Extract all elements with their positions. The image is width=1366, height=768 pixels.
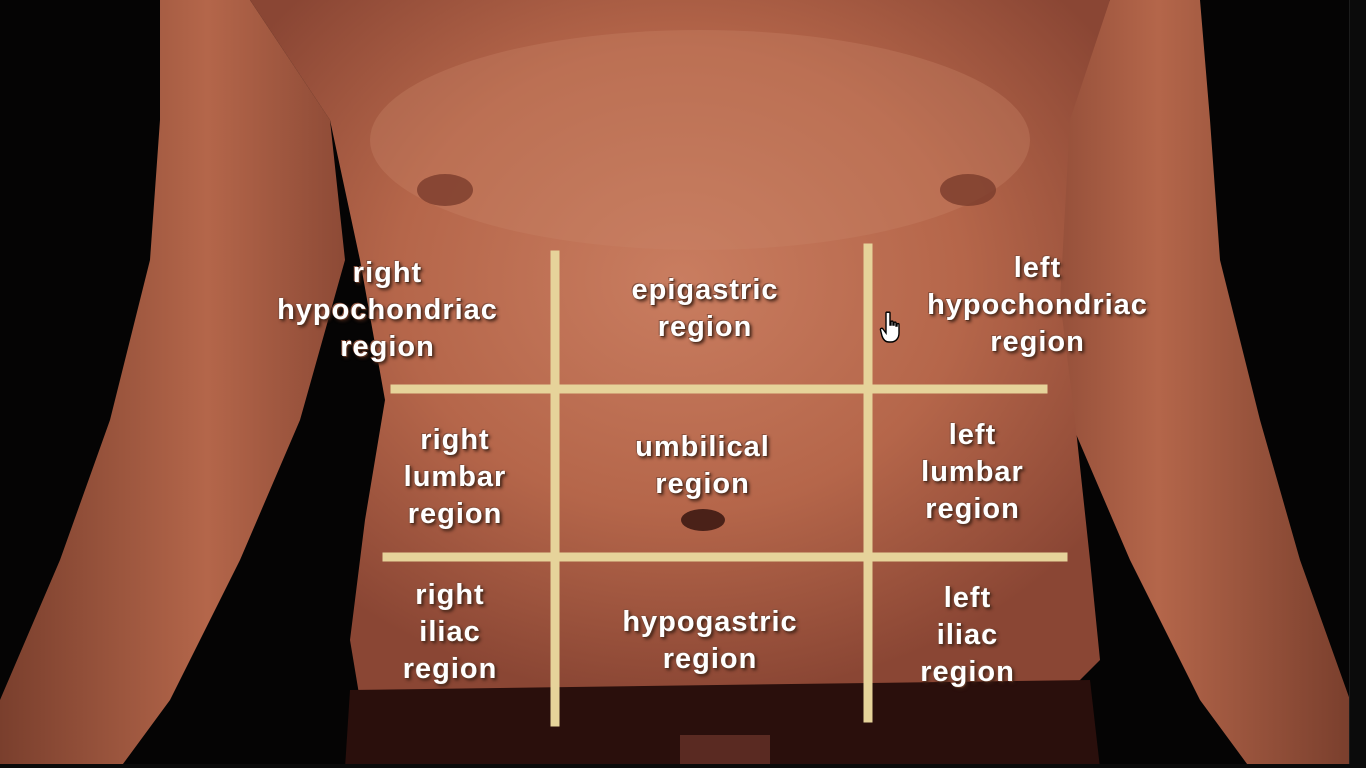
- window-bottom-edge: [0, 764, 1366, 768]
- left-iliac-label: left iliac region: [920, 582, 1015, 688]
- hand-pointer-icon: [879, 311, 900, 343]
- right-lumbar-label: right lumbar region: [403, 424, 507, 530]
- region-grid: [382, 243, 1068, 727]
- epigastric-label: epigastric region: [631, 274, 779, 343]
- hypogastric-label: hypogastric region: [622, 606, 798, 675]
- torso-body: [250, 0, 1110, 700]
- right-iliac-label: right iliac region: [402, 579, 498, 685]
- right-hypochondriac-label: right hypochondriac region: [277, 257, 498, 363]
- left-hypochondriac-label: left hypochondriac region: [927, 252, 1148, 358]
- right-arm: [0, 0, 345, 768]
- window-right-edge: [1349, 0, 1366, 768]
- umbilical-label: umbilical region: [635, 431, 770, 500]
- left-arm: [1030, 0, 1350, 768]
- left-lumbar-label: left lumbar region: [921, 419, 1024, 525]
- waistband: [345, 680, 1100, 768]
